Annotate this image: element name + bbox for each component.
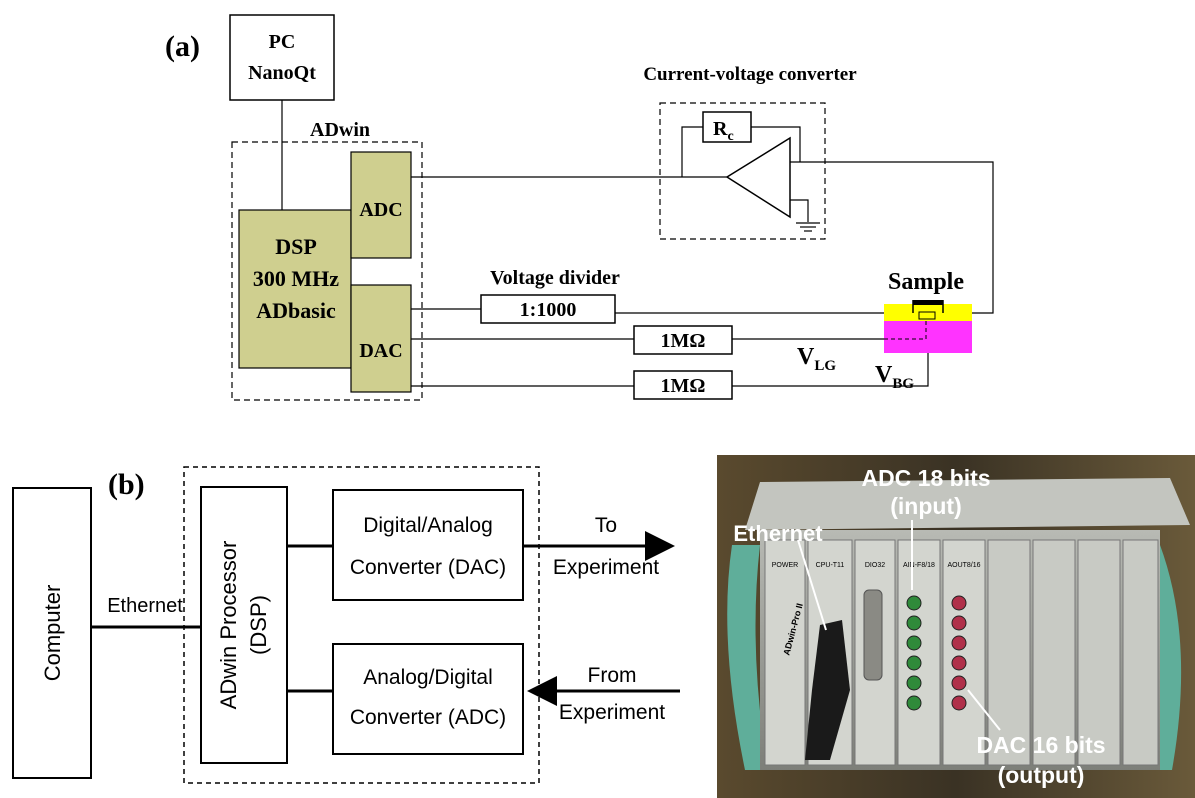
- photo-ethernet-label: Ethernet: [733, 521, 823, 546]
- dac-box-line2: Converter (DAC): [350, 556, 506, 579]
- adc-connector: [907, 636, 921, 650]
- pc-label: PC: [269, 31, 296, 53]
- adc-box-line1: Analog/Digital: [363, 666, 493, 689]
- dsp-lang-label: ADbasic: [256, 298, 336, 323]
- dsp-freq-label: 300 MHz: [253, 266, 339, 291]
- dac-label: DAC: [359, 340, 402, 362]
- rc-sub: c: [727, 129, 733, 144]
- adc-connector: [907, 616, 921, 630]
- module-ain: [898, 540, 940, 765]
- sample-gate: [913, 300, 943, 305]
- ethernet-label: Ethernet: [107, 595, 183, 617]
- dac-box-line1: Digital/Analog: [363, 514, 493, 537]
- adc-connector: [907, 676, 921, 690]
- dac-connector: [952, 676, 966, 690]
- panel-a-label: (a): [165, 30, 200, 63]
- blank-slot-4: [1123, 540, 1158, 765]
- processor-box: [201, 487, 287, 763]
- vlg-sub: LG: [814, 358, 836, 374]
- dsub-connector: [864, 590, 882, 680]
- adc-box: [333, 644, 523, 754]
- module-cpu-label: CPU-T11: [816, 562, 845, 569]
- dac-box: [333, 490, 523, 600]
- bg-resistor-label: 1MΩ: [661, 375, 706, 397]
- adc-box-line2: Converter (ADC): [350, 706, 506, 729]
- ground-wire: [790, 200, 808, 222]
- to-experiment-line2: Experiment: [553, 556, 659, 579]
- photo-dac-label: DAC 16 bits: [976, 732, 1105, 758]
- adwin-label: ADwin: [310, 119, 370, 141]
- sample-contact: [919, 312, 935, 319]
- dac-block: [351, 285, 411, 392]
- converter-title: Current-voltage converter: [643, 64, 857, 85]
- dsp-label: DSP: [275, 234, 317, 259]
- processor-label: ADwin Processor: [216, 541, 241, 710]
- from-experiment-line1: From: [588, 664, 637, 687]
- adc-connector: [907, 596, 921, 610]
- lg-resistor-label: 1MΩ: [661, 330, 706, 352]
- module-ain-label: AIN-F8/18: [903, 562, 935, 569]
- panel-b-label: (b): [108, 468, 145, 501]
- adc-connector: [907, 656, 921, 670]
- nanoqt-label: NanoQt: [248, 62, 316, 84]
- vlg-label: VLG: [797, 344, 836, 374]
- adwin-photo: POWER CPU-T11 ADwin-Pro II DIO32 AIN-F8/…: [717, 455, 1195, 798]
- sample-label: Sample: [888, 269, 964, 295]
- adc-connector: [907, 696, 921, 710]
- dac-connector: [952, 616, 966, 630]
- from-experiment-line2: Experiment: [559, 701, 665, 724]
- panel-a: (a) PC NanoQt ADwin DSP 300 MHz ADbasic …: [165, 15, 993, 400]
- dac-connector: [952, 636, 966, 650]
- processor-sub-label: (DSP): [246, 595, 271, 655]
- divider-ratio: 1:1000: [520, 299, 577, 321]
- photo-adc-sub-label: (input): [890, 493, 962, 519]
- pc-box: [230, 15, 334, 100]
- sample-substrate: [884, 321, 972, 353]
- module-power-label: POWER: [772, 562, 798, 569]
- vlg-main: V: [797, 344, 815, 370]
- vbg-label: VBG: [875, 362, 914, 392]
- photo-adc-label: ADC 18 bits: [861, 465, 990, 491]
- panel-b: (b) Computer Ethernet ADwin Processor (D…: [13, 467, 680, 783]
- module-dio-label: DIO32: [865, 562, 885, 569]
- dac-connector: [952, 596, 966, 610]
- computer-label: Computer: [40, 585, 65, 682]
- rc-main: R: [713, 118, 728, 140]
- dac-connector: [952, 656, 966, 670]
- adc-label: ADC: [359, 199, 402, 221]
- opamp-triangle: [727, 138, 790, 217]
- dac-connector: [952, 696, 966, 710]
- rc-feedback-left: [682, 127, 703, 177]
- vbg-main: V: [875, 362, 893, 388]
- vbg-sub: BG: [892, 376, 914, 392]
- module-aout-label: AOUT8/16: [947, 562, 980, 569]
- photo-dac-sub-label: (output): [998, 762, 1085, 788]
- to-experiment-line1: To: [595, 514, 617, 537]
- divider-title: Voltage divider: [490, 267, 620, 289]
